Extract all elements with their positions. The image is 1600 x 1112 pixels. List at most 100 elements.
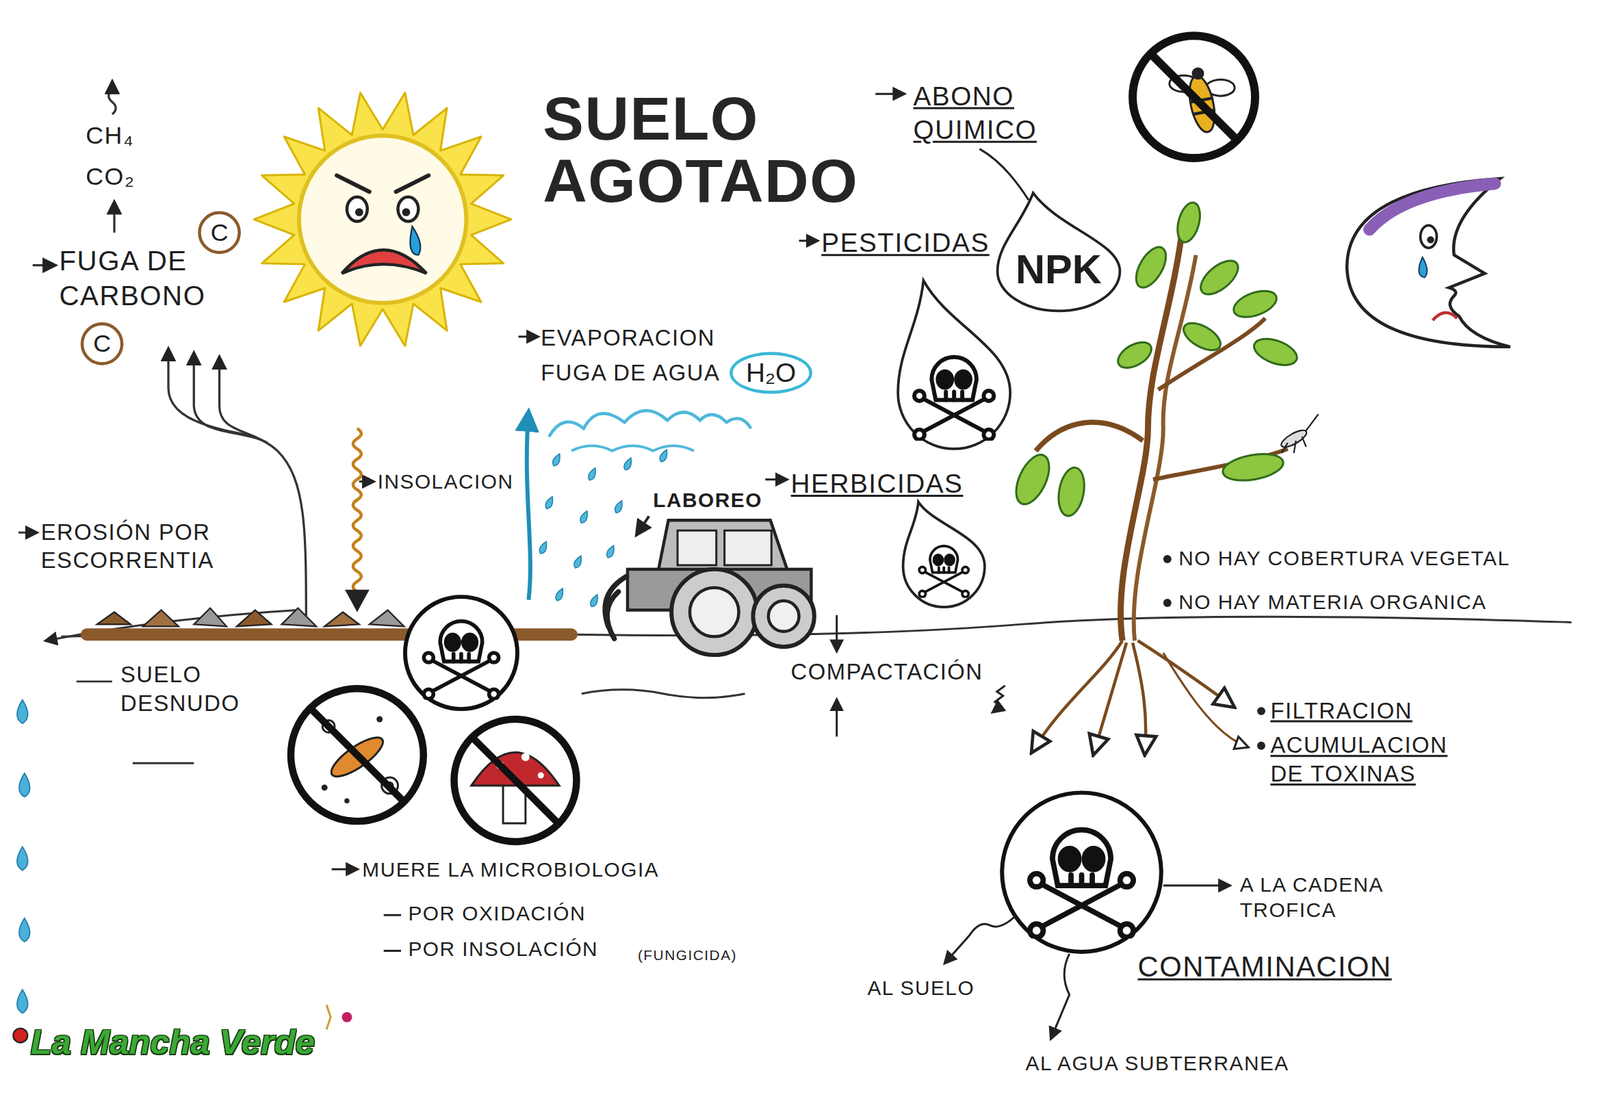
- plant-part-part: [1055, 465, 1089, 519]
- label: FUGA DE AGUA: [540, 359, 720, 388]
- plant-part-part: [1230, 286, 1281, 323]
- ground-part: [281, 608, 317, 627]
- label: (FUNGICIDA): [637, 946, 738, 965]
- micro-arrows-part: [383, 949, 402, 952]
- banned-fungi-part: [521, 752, 530, 761]
- plant-part: [1138, 640, 1234, 706]
- plant-part: [1157, 318, 1266, 390]
- banned-bee: [1132, 35, 1256, 159]
- rain-drop: [604, 544, 616, 560]
- label: FILTRACION: [1270, 696, 1412, 725]
- plant-part: [1093, 642, 1127, 753]
- erosion-part: [18, 531, 37, 534]
- banned-bee-part: [1132, 35, 1256, 159]
- sun-part: [346, 197, 368, 222]
- moon-part: [1346, 178, 1511, 347]
- moon-part: [1432, 312, 1457, 321]
- plant-part: [1009, 199, 1301, 519]
- label: MUERE LA MICROBIOLOGIA: [362, 856, 660, 883]
- ground-part: [143, 610, 179, 627]
- contamination-part: [1051, 953, 1070, 1039]
- runoff-drop: [17, 846, 29, 870]
- rain-drop: [544, 495, 556, 511]
- micro-arrows-part: [331, 868, 358, 871]
- plant-part-part: [1220, 449, 1286, 485]
- skull-circle-part: [423, 621, 499, 700]
- carbon-escape-part: [168, 349, 256, 437]
- fertilizer-drop: NPK: [995, 191, 1123, 313]
- tractor-part: [658, 520, 788, 572]
- logo-art-part: [342, 1012, 353, 1023]
- node-text: NPK: [1015, 247, 1102, 293]
- carbon-escape-part: [219, 357, 307, 625]
- label: POR OXIDACIÓN: [407, 900, 586, 926]
- rain-drop: [622, 456, 634, 472]
- banned-fungi: [454, 719, 577, 842]
- compaction-arrows-part: [992, 685, 1006, 713]
- logo-text: La Mancha Verde: [30, 1020, 315, 1064]
- rain-drop: [550, 452, 562, 468]
- water-cycle-part: [518, 335, 538, 338]
- plant-part: [1032, 640, 1123, 751]
- plant-part: [1035, 422, 1143, 451]
- banned-microbes-part: [376, 716, 383, 723]
- label: SUELO DESNUDO: [120, 661, 274, 718]
- chemical-drops-part: [765, 478, 787, 481]
- carbon-escape-part: [32, 264, 56, 267]
- ground-part: [193, 608, 227, 627]
- node-text: C: [93, 329, 111, 359]
- banned-bee-part: [1192, 67, 1205, 80]
- rain-drop: [537, 539, 549, 556]
- ground-part: [324, 611, 360, 627]
- label: CONTAMINACION: [1138, 948, 1392, 985]
- sun-part: [342, 249, 428, 274]
- tractor: [604, 515, 815, 655]
- plant-part: [1257, 741, 1266, 751]
- label: POR INSOLACIÓN: [407, 936, 599, 963]
- plant-part: [1132, 642, 1146, 753]
- plant-part: [1163, 598, 1172, 608]
- label: LABOREO: [652, 487, 763, 514]
- water-cycle-part: [571, 445, 694, 451]
- node-text: C: [210, 218, 229, 248]
- logo-art-part: [326, 1004, 331, 1030]
- carbon-escape-part: [108, 81, 116, 115]
- tractor-part: [689, 587, 740, 638]
- skull-circle: [405, 596, 518, 709]
- ground-part: [97, 611, 131, 625]
- chemical-drops-part: [914, 357, 994, 441]
- moon-part: [1420, 225, 1438, 248]
- erosion-part: [132, 762, 194, 765]
- label: HERBICIDAS: [791, 467, 964, 501]
- ground-part: [581, 689, 746, 699]
- erosion-part: [76, 680, 113, 683]
- carbon-circle: C: [80, 322, 124, 366]
- tractor-part: [671, 569, 757, 655]
- label: NO HAY COBERTURA VEGETAL: [1178, 546, 1510, 572]
- moon-part: [1418, 257, 1427, 278]
- insolation-arrow-part: [359, 480, 374, 483]
- label: EROSIÓN POR ESCORRENTIA: [41, 518, 287, 575]
- plant-part-part: [1250, 333, 1301, 371]
- carbon-circle: C: [197, 211, 241, 255]
- plant-part-part: [1194, 254, 1244, 301]
- rain-drop: [658, 448, 670, 464]
- banned-fungi-part: [537, 772, 545, 779]
- runoff-drop: [17, 989, 29, 1013]
- moon: [1346, 178, 1511, 347]
- carbon-escape-part: [193, 353, 267, 443]
- micro-arrows-part: [383, 914, 402, 917]
- rain-drop: [613, 499, 625, 515]
- node-text: H₂O: [745, 357, 796, 389]
- label: ABONO QUIMICO: [913, 79, 1078, 146]
- skull-circle-part: [405, 596, 518, 709]
- plant-part: [1163, 652, 1247, 747]
- plant-part: [1133, 255, 1197, 642]
- contamination-part: [1029, 830, 1134, 938]
- banned-bee-part: [1151, 54, 1237, 140]
- plant-part-part: [1173, 199, 1204, 245]
- runoff-drop: [19, 918, 31, 942]
- banned-microbes: [290, 688, 424, 822]
- water-cycle: [17, 336, 751, 1014]
